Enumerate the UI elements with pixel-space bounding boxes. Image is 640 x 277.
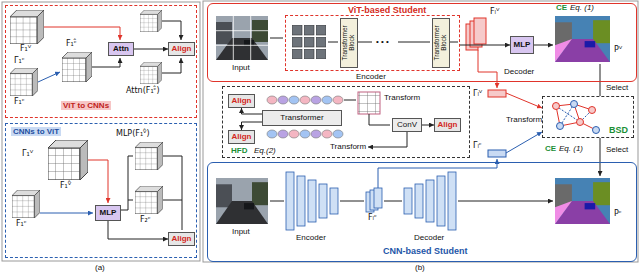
node-text: MLP bbox=[100, 208, 117, 217]
connector bbox=[242, 122, 263, 130]
node-text: Transformer Block bbox=[342, 20, 356, 66]
annotation: Eq. (1) bbox=[559, 145, 583, 154]
align-box: Align bbox=[168, 232, 195, 246]
node-text: Eq.(2) bbox=[254, 146, 276, 155]
connector bbox=[242, 108, 263, 114]
math-symbol: MLP(F₁ⱽ̂) bbox=[116, 130, 150, 139]
math-symbol: Γ₁ᶜ bbox=[14, 57, 25, 66]
dashed-region: ViT to CNNs Attn Align bbox=[5, 5, 197, 118]
transformer-block: Transformer Block bbox=[432, 18, 450, 68]
node-text: CNN-based Student bbox=[383, 246, 468, 256]
math-symbol: Pᶜ bbox=[614, 210, 622, 219]
annotation: Transform bbox=[330, 143, 366, 152]
math-symbol: F₁ᶜ̂ bbox=[66, 40, 77, 49]
node-text: ConV bbox=[397, 120, 417, 129]
bsd-region: BSD bbox=[542, 96, 634, 138]
align-box: Align bbox=[168, 42, 195, 56]
annotation: Select bbox=[606, 146, 628, 155]
node-text: CNNs to ViT bbox=[11, 127, 61, 136]
math-symbol: F₁ᶜ bbox=[16, 220, 27, 229]
connector bbox=[108, 221, 168, 239]
connector bbox=[134, 49, 168, 50]
annotation: Decoder bbox=[504, 68, 534, 77]
annotation: Select bbox=[606, 84, 628, 93]
annotation: Input bbox=[232, 228, 250, 237]
node-text: ViT to CNNs bbox=[61, 101, 111, 110]
encoder-box: EncoderTransformer BlockTransformer Bloc… bbox=[285, 15, 460, 71]
annotation: Transform bbox=[506, 116, 542, 125]
node-text: BSD bbox=[609, 125, 628, 135]
math-symbol: Γ₁ⱽ bbox=[22, 150, 33, 159]
math-symbol: Pⱽ bbox=[614, 46, 622, 55]
annotation: Input bbox=[232, 64, 250, 73]
node-text: Transformer Block bbox=[434, 20, 448, 66]
math-symbol: F₁ᶜ bbox=[14, 98, 25, 107]
conv-box: ConV bbox=[392, 118, 422, 132]
annotation: Transform bbox=[384, 94, 420, 103]
mlp-box: MLP bbox=[95, 205, 121, 221]
attention-box: Attn bbox=[108, 42, 134, 56]
align-box: Align bbox=[228, 130, 255, 144]
node-text: Attn bbox=[113, 44, 129, 53]
transformer-box: Transformer bbox=[262, 110, 342, 126]
annotation: Eq. (1) bbox=[570, 4, 594, 13]
node-text: HFD bbox=[231, 146, 247, 155]
math-symbol: Γₗᶜ bbox=[473, 142, 482, 151]
math-symbol: Γₗⱽ bbox=[473, 90, 482, 99]
student-panel: ViT-based StudentEncoderTransformer Bloc… bbox=[207, 3, 637, 82]
panel-label: (b) bbox=[415, 264, 425, 273]
node-text: Align bbox=[172, 234, 192, 243]
math-symbol: Fₗⱽ bbox=[490, 8, 499, 17]
math-symbol: Attn(F₁ᶜ̂) bbox=[126, 87, 160, 96]
align-box: Align bbox=[434, 118, 461, 132]
node-text: Align bbox=[172, 44, 192, 53]
node-text: Transformer bbox=[280, 113, 323, 122]
math-symbol: Fₗᶜ bbox=[368, 214, 377, 223]
math-symbol: F₁ⱽ bbox=[20, 45, 31, 54]
node-text: MLP bbox=[514, 40, 531, 49]
math-symbol: F₁ⱽ̂ bbox=[60, 182, 71, 191]
connector bbox=[460, 45, 510, 46]
node-text: Align bbox=[232, 96, 252, 105]
align-box: Align bbox=[228, 94, 255, 108]
annotation: Encoder bbox=[296, 234, 326, 243]
mlp-box: MLP bbox=[510, 36, 534, 54]
node-text: Align bbox=[232, 132, 252, 141]
annotation: • • • bbox=[376, 38, 389, 47]
annotation: CE bbox=[545, 145, 556, 154]
math-symbol: F₂ᶜ bbox=[140, 216, 151, 225]
connector bbox=[422, 125, 434, 126]
dashed-region: CNNs to ViT MLP Align bbox=[5, 123, 197, 258]
student-panel: CNN-based Student bbox=[207, 162, 637, 262]
node-text: Encoder bbox=[356, 72, 386, 81]
annotation: CE bbox=[556, 4, 567, 13]
node-text: Align bbox=[438, 120, 458, 129]
transformer-block: Transformer Block bbox=[340, 18, 358, 68]
annotation: Decoder bbox=[414, 234, 444, 243]
node-text: ViT-based Student bbox=[348, 5, 426, 15]
panel-label: (a) bbox=[95, 264, 105, 273]
